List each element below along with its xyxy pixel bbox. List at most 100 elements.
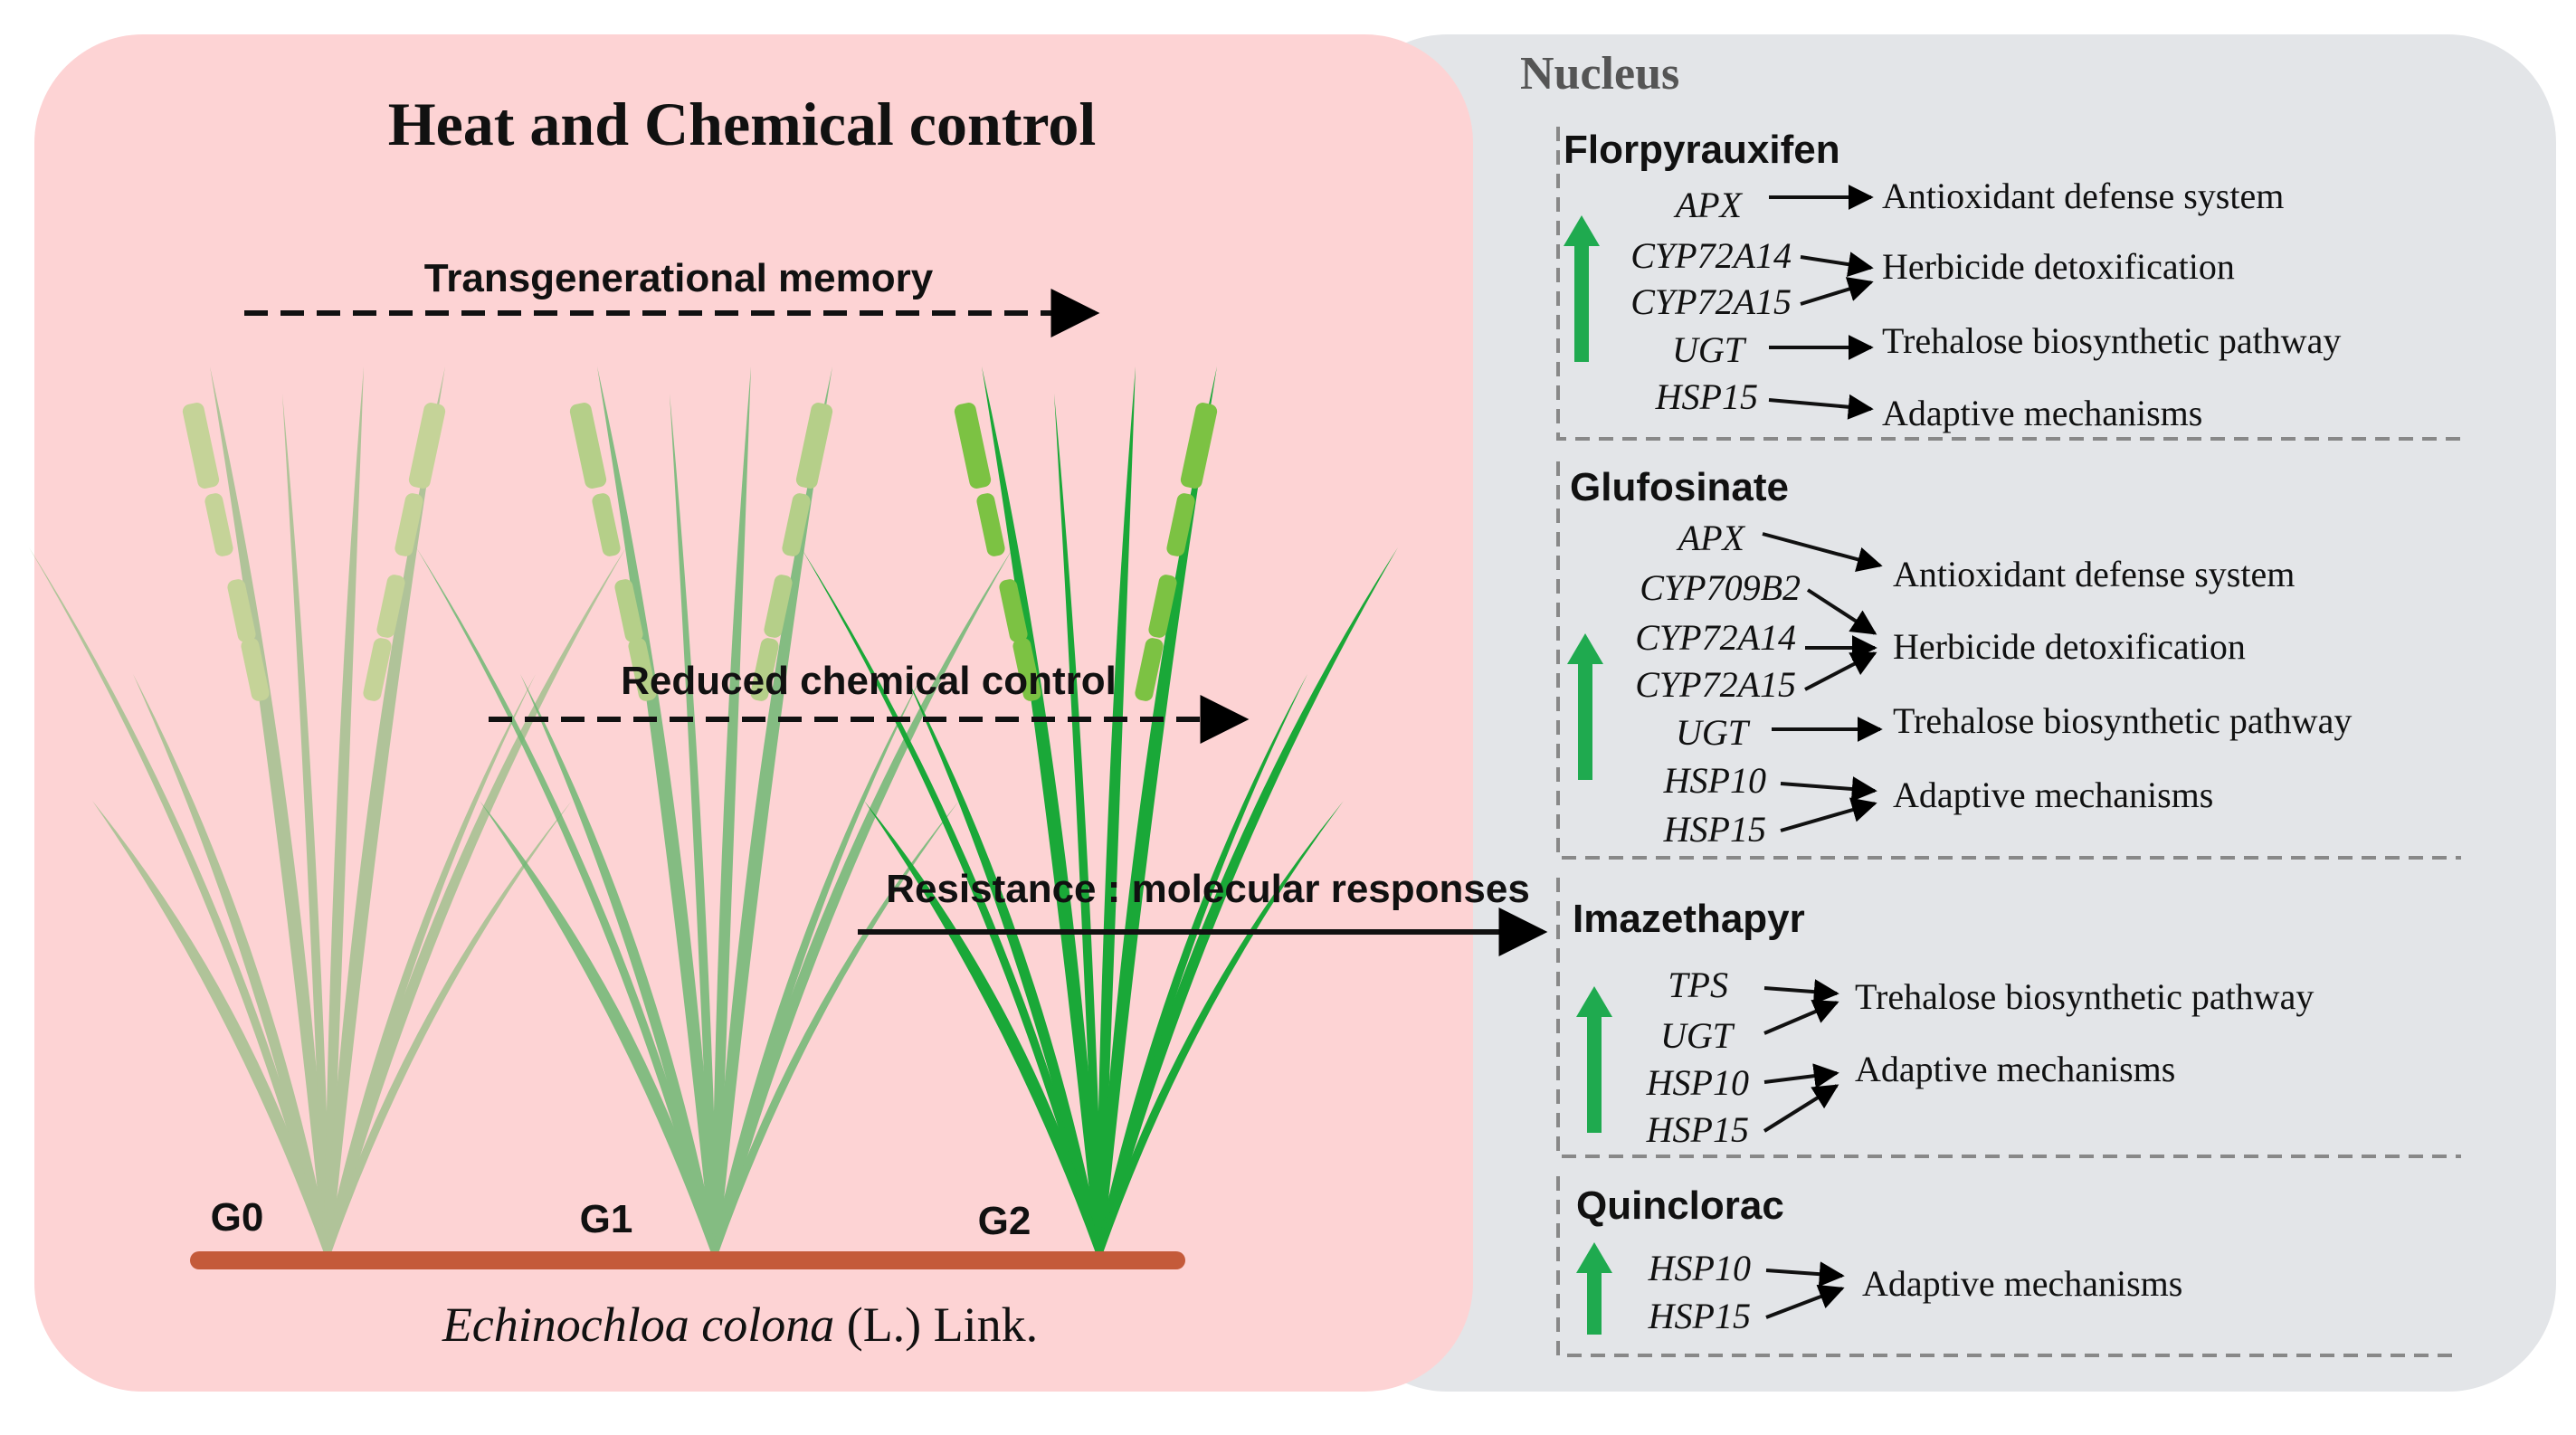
- leaf-blade: [1096, 366, 1136, 1253]
- gene-label: HSP15: [1646, 1109, 1749, 1150]
- herbicide-title-florpyrauxifen: Florpyrauxifen: [1564, 128, 1840, 172]
- leaf-blade: [210, 366, 331, 1253]
- upregulation-arrow-icon: [1576, 1242, 1612, 1335]
- leaf-blade: [1096, 366, 1217, 1253]
- leaf-blade: [324, 366, 445, 1253]
- plant-g0: [29, 366, 626, 1253]
- seed-spike: [241, 638, 270, 701]
- seed-spike: [227, 579, 256, 642]
- heat-chemical-panel: [34, 34, 1473, 1392]
- plant-g2: [801, 366, 1398, 1253]
- seed-spike: [750, 638, 779, 701]
- seed-spike: [376, 575, 405, 638]
- leaf-blade: [711, 366, 751, 1253]
- outcome-label: Herbicide detoxification: [1893, 626, 2246, 667]
- outcome-label: Trehalose biosynthetic pathway: [1882, 320, 2341, 361]
- florpyrauxifen-outcomes: Antioxidant defense system Herbicide det…: [1882, 176, 2341, 433]
- seed-spike: [954, 403, 992, 489]
- quinclorac-genes: HSP10 HSP15: [1648, 1248, 1751, 1336]
- upregulation-arrow-icon: [1576, 986, 1612, 1133]
- seed-spike: [999, 579, 1028, 642]
- outcome-label: Antioxidant defense system: [1893, 554, 2295, 594]
- leaf-blade: [711, 366, 832, 1253]
- seed-spike: [782, 493, 811, 556]
- leaf-blade: [1054, 394, 1103, 1253]
- outcome-label: Herbicide detoxification: [1882, 246, 2235, 287]
- glufosinate-arrows: [1762, 532, 1883, 832]
- gene-label: HSP15: [1648, 1296, 1751, 1336]
- seed-spike: [1166, 493, 1195, 556]
- soil-line: [190, 1251, 1185, 1269]
- generation-label-g1: G1: [580, 1197, 633, 1241]
- nucleus-title: Nucleus: [1520, 48, 1679, 100]
- seed-spike: [363, 638, 392, 701]
- reduced-chemical-control-label: Reduced chemical control: [621, 659, 1117, 703]
- leaf-blade: [282, 394, 331, 1253]
- herbicide-title-imazethapyr: Imazethapyr: [1573, 897, 1805, 941]
- gene-label: CYP709B2: [1640, 567, 1801, 608]
- imazethapyr-genes: TPS UGT HSP10 HSP15: [1646, 965, 1749, 1150]
- gene-label: APX: [1673, 185, 1744, 225]
- seed-spike: [592, 493, 621, 556]
- outcome-label: Adaptive mechanisms: [1882, 393, 2202, 433]
- leaf-blade: [324, 366, 364, 1253]
- upregulation-arrow-icon: [1567, 633, 1603, 780]
- gene-label: HSP10: [1648, 1248, 1751, 1288]
- generation-label-g2: G2: [978, 1199, 1031, 1243]
- leaf-blade: [92, 801, 331, 1253]
- imazethapyr-outcomes: Trehalose biosynthetic pathway Adaptive …: [1855, 976, 2314, 1089]
- herbicide-box-borders: [1556, 127, 2461, 1357]
- gene-label: HSP10: [1646, 1062, 1749, 1103]
- florpyrauxifen-arrows: [1768, 185, 1874, 420]
- species-caption: Echinochloa colona (L.) Link.: [442, 1297, 1038, 1352]
- seed-spike: [1180, 403, 1218, 489]
- gene-label: CYP72A14: [1635, 617, 1796, 658]
- nucleus-panel: [1339, 34, 2556, 1392]
- gene-label: UGT: [1676, 712, 1751, 753]
- seed-spike: [976, 493, 1005, 556]
- outcome-label: Adaptive mechanisms: [1893, 775, 2213, 815]
- gene-label: TPS: [1668, 965, 1728, 1005]
- seed-spike: [628, 638, 657, 701]
- upregulation-arrow-icon: [1564, 215, 1600, 362]
- species-name-italic: Echinochloa colona: [442, 1297, 834, 1352]
- seed-spike: [795, 403, 833, 489]
- leaf-blade: [480, 801, 718, 1253]
- outcome-label: Adaptive mechanisms: [1855, 1049, 2175, 1089]
- leaf-blade: [670, 394, 718, 1253]
- imazethapyr-arrows: [1763, 979, 1839, 1133]
- gene-label: CYP72A14: [1630, 235, 1792, 276]
- gene-label: HSP15: [1663, 809, 1766, 850]
- leaf-blade: [982, 366, 1103, 1253]
- seed-spike: [764, 575, 793, 638]
- generation-label-g0: G0: [211, 1195, 264, 1240]
- outcome-label: Trehalose biosynthetic pathway: [1893, 700, 2352, 741]
- seed-spike: [614, 579, 643, 642]
- leaf-blade: [864, 801, 1103, 1253]
- seed-spike: [394, 493, 423, 556]
- seed-spike: [1148, 575, 1177, 638]
- herbicide-title-quinclorac: Quinclorac: [1576, 1183, 1784, 1228]
- outcome-label: Trehalose biosynthetic pathway: [1855, 976, 2314, 1017]
- outcome-label: Antioxidant defense system: [1882, 176, 2284, 216]
- herbicide-title-glufosinate: Glufosinate: [1570, 465, 1789, 509]
- gene-label: UGT: [1672, 329, 1747, 370]
- outcome-label: Adaptive mechanisms: [1862, 1263, 2182, 1304]
- species-authority: (L.) Link.: [834, 1297, 1038, 1352]
- gene-label: APX: [1676, 518, 1746, 558]
- seed-spike: [1135, 638, 1164, 701]
- florpyrauxifen-genes: APX CYP72A14 CYP72A15 UGT HSP15: [1630, 185, 1792, 417]
- gene-label: HSP15: [1655, 376, 1758, 417]
- left-panel-title: Heat and Chemical control: [388, 90, 1097, 158]
- glufosinate-genes: APX CYP709B2 CYP72A14 CYP72A15 UGT HSP10…: [1635, 518, 1801, 850]
- plant-illustrations: [29, 366, 1398, 1253]
- seed-spike: [408, 403, 446, 489]
- quinclorac-arrows: [1765, 1261, 1845, 1319]
- glufosinate-outcomes: Antioxidant defense system Herbicide det…: [1893, 554, 2352, 815]
- resistance-label: Resistance : molecular responses: [886, 867, 1530, 911]
- gene-label: CYP72A15: [1630, 281, 1792, 322]
- seed-spike: [569, 403, 607, 489]
- seed-spike: [204, 493, 233, 556]
- leaf-blade: [597, 366, 718, 1253]
